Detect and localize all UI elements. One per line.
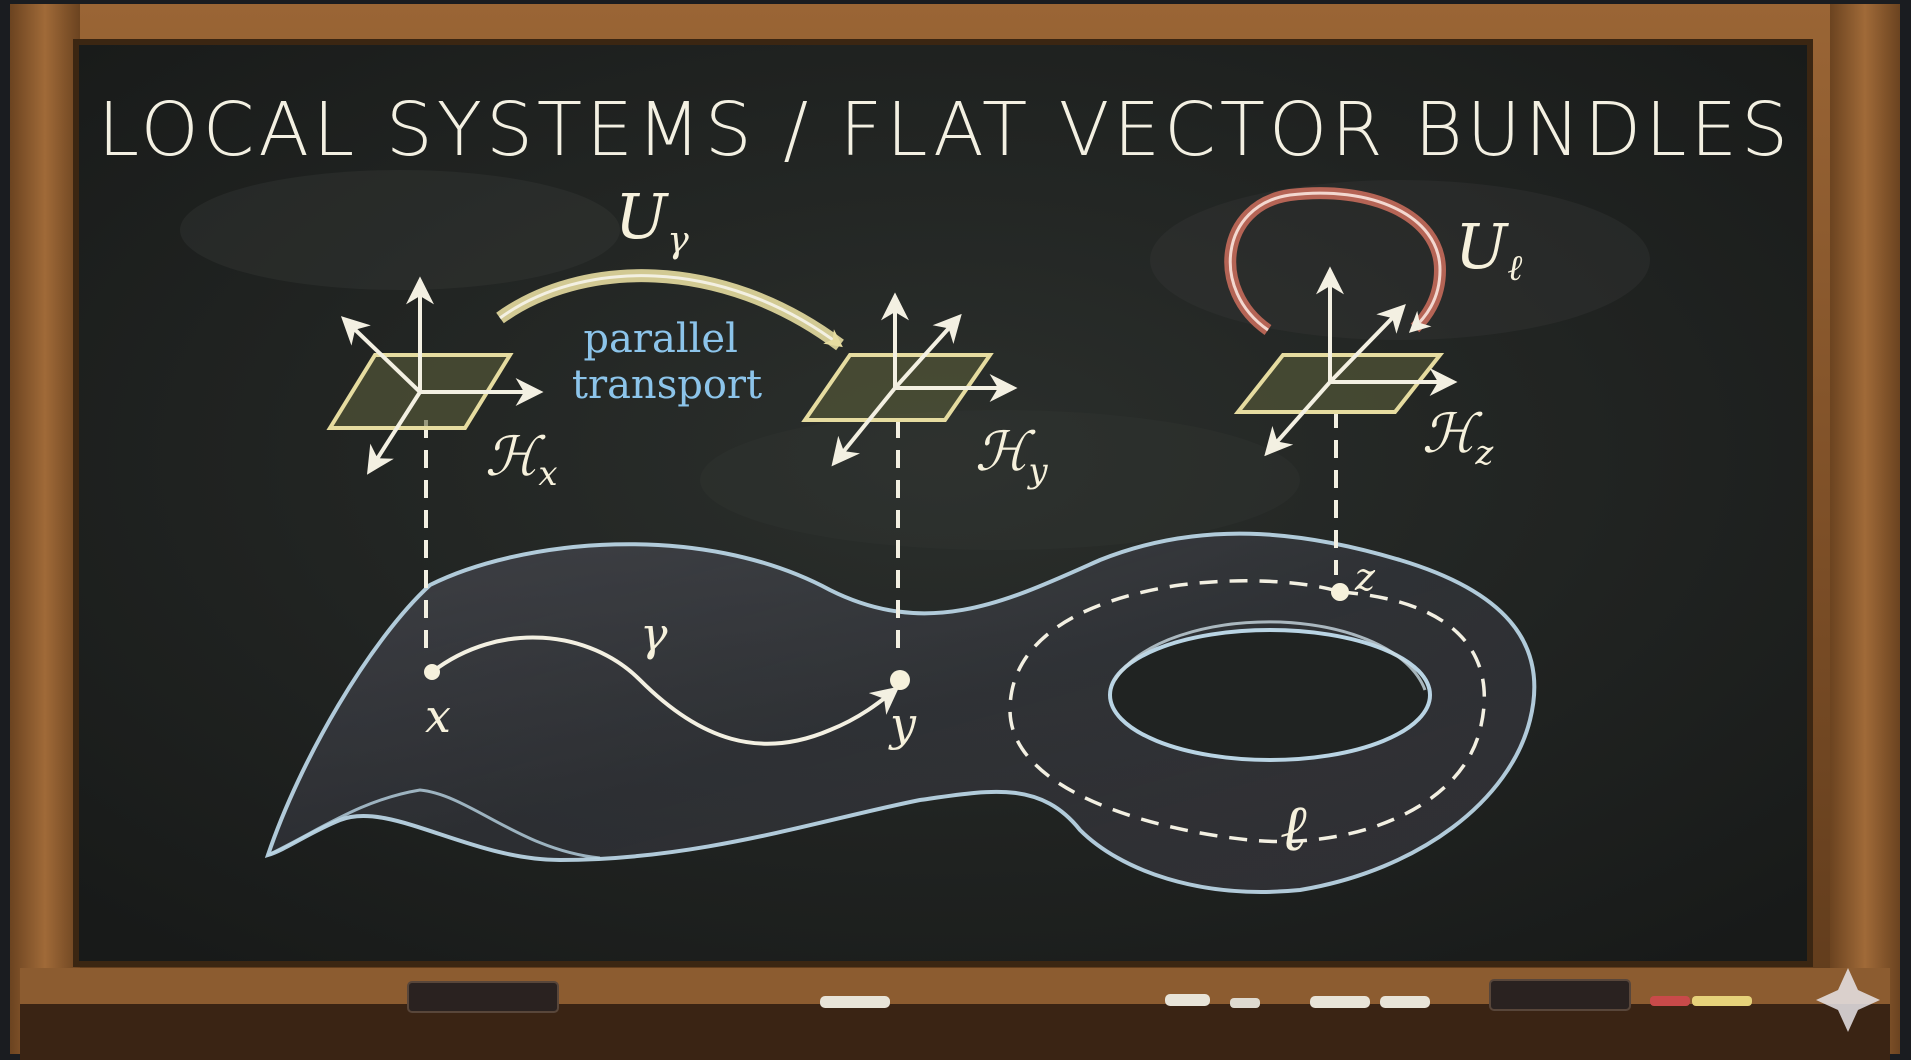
chalk-stick xyxy=(1380,996,1430,1008)
board-title: LOCAL SYSTEMS / FLAT VECTOR BUNDLES xyxy=(98,87,1792,173)
torus-hole xyxy=(1110,630,1430,760)
point-label-z: z xyxy=(1354,555,1376,599)
eraser-right xyxy=(1490,980,1630,1010)
parallel-transport-note: parallel transport xyxy=(572,316,762,408)
chalk-stick xyxy=(1165,994,1210,1006)
loop-label-l: ℓ xyxy=(1280,792,1307,866)
eraser-left xyxy=(408,982,558,1012)
point-label-x: x xyxy=(425,689,451,743)
frame-left-post xyxy=(10,4,80,1054)
point-y xyxy=(890,670,910,690)
chalk-stick xyxy=(1310,996,1370,1008)
chalk-stick-red xyxy=(1650,996,1690,1006)
chalk-stick xyxy=(820,996,890,1008)
chalk-smudge xyxy=(180,170,620,290)
chalk-stick-yellow xyxy=(1692,996,1752,1006)
point-z xyxy=(1331,583,1349,601)
point-x xyxy=(424,664,440,680)
frame-right-post xyxy=(1830,4,1900,1054)
frame-bottom xyxy=(20,1004,1890,1060)
chalk-stick xyxy=(1230,998,1260,1008)
point-label-y: y xyxy=(888,697,917,751)
path-label-gamma: γ xyxy=(640,607,668,661)
